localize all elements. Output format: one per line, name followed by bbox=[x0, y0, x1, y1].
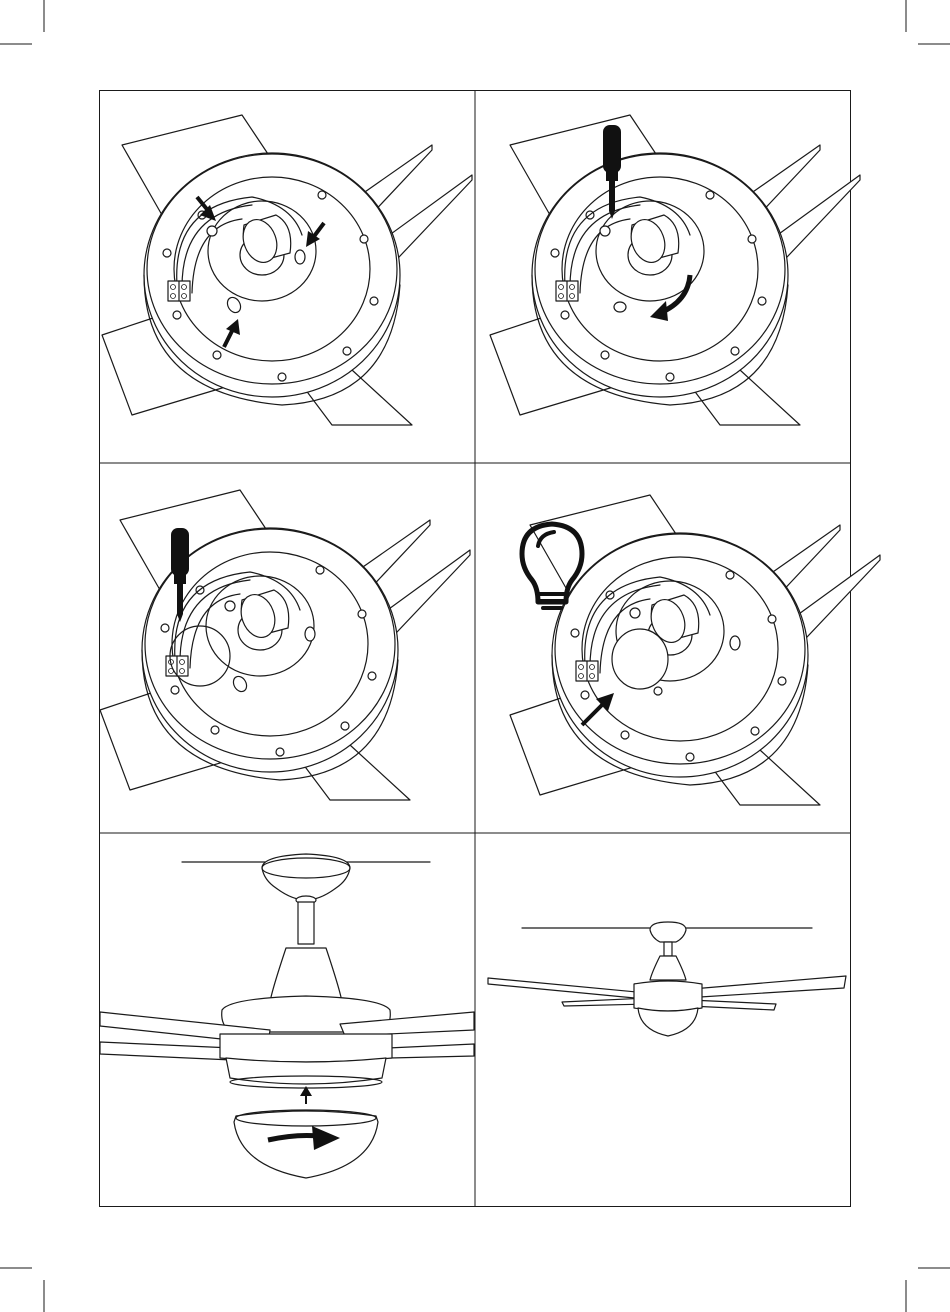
ceiling-fan-icon bbox=[488, 922, 846, 1036]
panel-step-2 bbox=[490, 115, 860, 425]
panel-step-3 bbox=[100, 490, 470, 800]
panel-step-1 bbox=[102, 115, 472, 425]
arrow-up-icon bbox=[300, 1086, 312, 1104]
panel-step-5 bbox=[100, 854, 474, 1178]
panel-step-4 bbox=[510, 495, 880, 805]
